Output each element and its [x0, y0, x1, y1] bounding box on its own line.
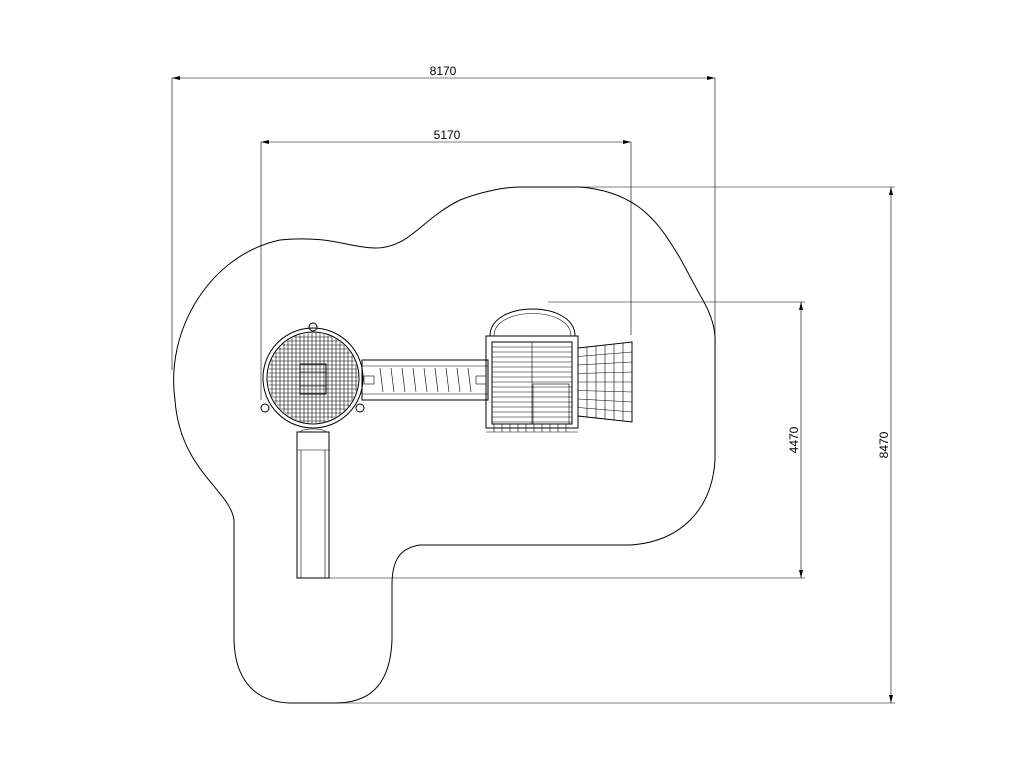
deck-bottom-posts [486, 424, 578, 433]
dimension-inner-width-label: 5170 [434, 128, 461, 142]
dimension-overall-width: 8170 [171, 64, 716, 370]
climbing-net [577, 341, 633, 423]
round-tower [260, 322, 365, 429]
bridge [361, 359, 489, 401]
slide-chute [296, 428, 330, 579]
dimension-overall-height: 8470 [335, 186, 895, 704]
dimension-overall-height-label: 8470 [877, 431, 891, 458]
dimension-inner-height-label: 4470 [787, 426, 801, 453]
dimension-inner-width: 5170 [260, 128, 632, 400]
dimension-inner-height: 4470 [328, 301, 805, 579]
net-grid [577, 343, 633, 421]
deck-planks [492, 342, 572, 424]
tower-mesh [268, 333, 358, 423]
safety-zone-outline [173, 186, 716, 704]
square-deck [485, 308, 579, 433]
dimension-overall-width-label: 8170 [430, 64, 457, 78]
bridge-planks [379, 367, 472, 393]
